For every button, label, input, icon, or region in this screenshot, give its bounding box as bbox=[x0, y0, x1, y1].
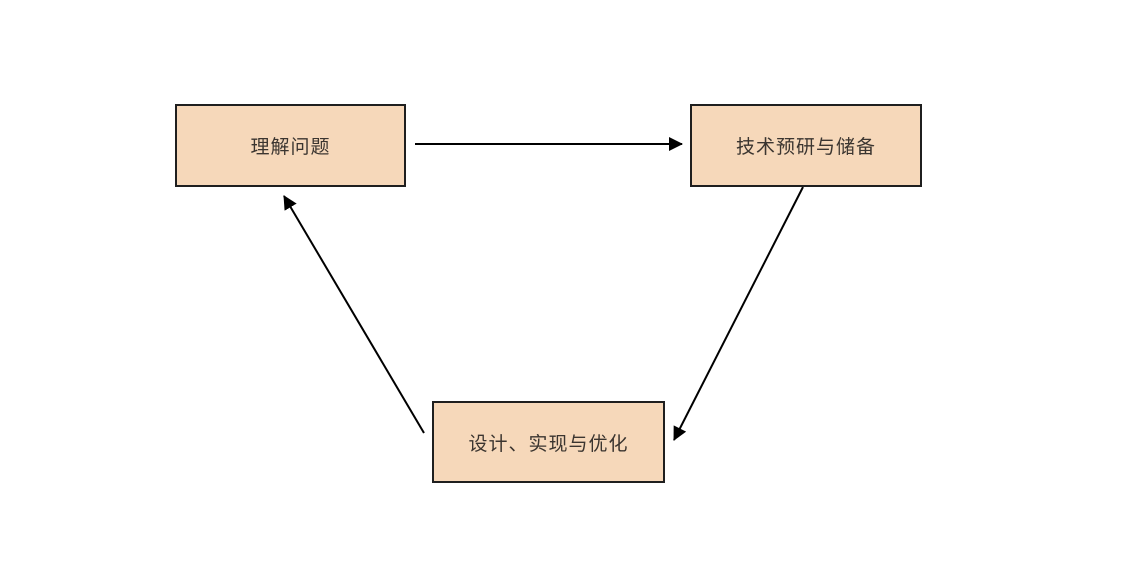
node-design-implement-optimize: 设计、实现与优化 bbox=[432, 401, 665, 483]
node-tech-research-reserve: 技术预研与储备 bbox=[690, 104, 922, 187]
node-tech-research-reserve-label: 技术预研与储备 bbox=[735, 137, 876, 158]
node-understand-problem: 理解问题 bbox=[175, 104, 406, 187]
node-design-implement-optimize-label: 设计、实现与优化 bbox=[468, 433, 629, 455]
arrow-research-to-design bbox=[673, 186, 804, 441]
node-understand-problem-label: 理解问题 bbox=[250, 137, 331, 158]
arrow-design-to-understand bbox=[283, 195, 425, 434]
